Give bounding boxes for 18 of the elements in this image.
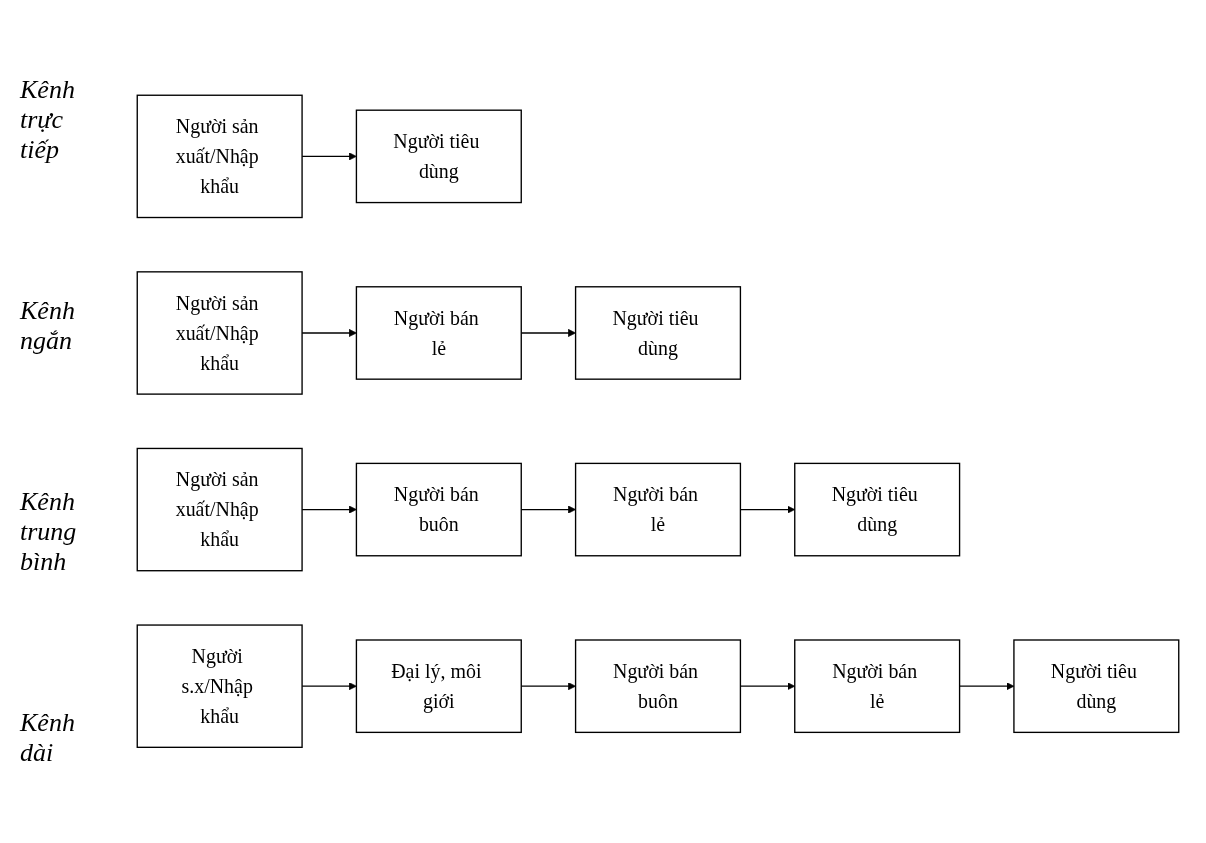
row-label: Kênh trung bình [20,486,78,577]
node-box: Người tiêu dùng [355,109,522,204]
node-box: Người tiêu dùng [1013,639,1180,734]
node-box: Người bán buôn [574,639,742,734]
node-box: Người s.x/Nhập khẩu [136,624,303,749]
node-box: Người sản xuất/Nhập khẩu [136,271,303,395]
node-box: Người bán lẻ [355,286,522,381]
node-box: Người bán lẻ [794,639,961,734]
node-box: Người tiêu dùng [574,286,742,381]
node-box: Người sản xuất/Nhập khẩu [136,94,303,219]
node-box: Người bán lẻ [574,462,742,557]
node-box: Người tiêu dùng [794,462,961,557]
row-label: Kênh trực tiếp [20,75,76,166]
node-box: Người sản xuất/Nhập khẩu [136,448,303,572]
node-box: Người bán buôn [355,462,522,557]
row-label: Kênh dài [20,707,76,768]
row-label: Kênh ngắn [20,296,76,357]
node-box: Đại lý, môi giới [355,639,522,734]
